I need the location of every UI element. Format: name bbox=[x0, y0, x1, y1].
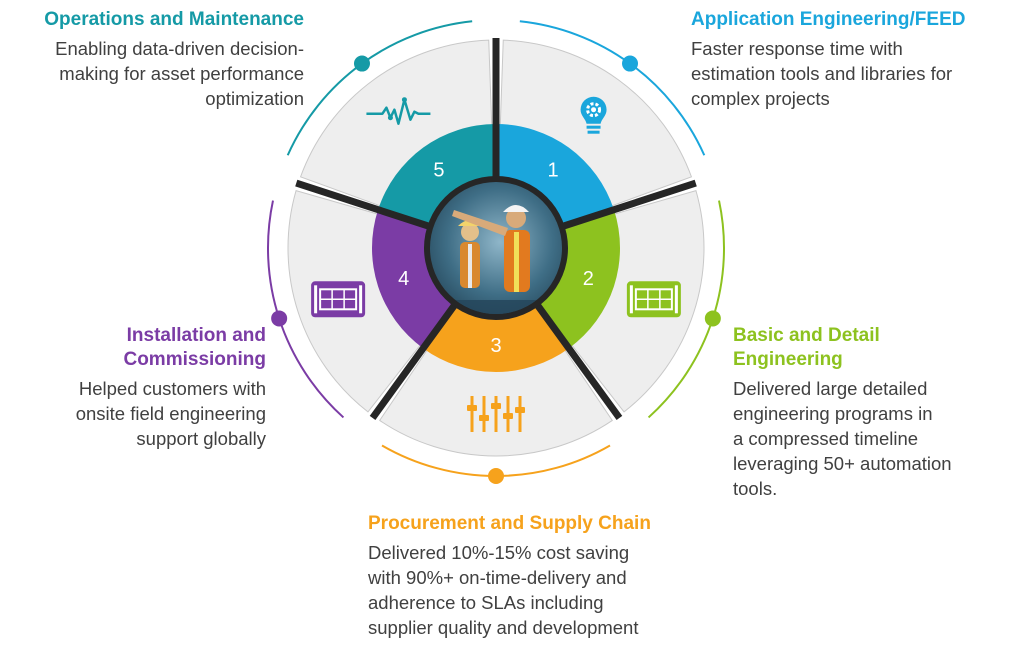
lightbulb-gear-icon bbox=[580, 96, 607, 134]
step-2-title: Basic and Detail Engineering bbox=[733, 325, 880, 370]
step-1-title: Application Engineering/FEED bbox=[691, 9, 966, 30]
step-2-block: Basic and Detail Engineering Delivered l… bbox=[733, 324, 1009, 501]
step-4-block: Installation and Commissioning Helped cu… bbox=[0, 324, 266, 451]
sector-divider bbox=[533, 300, 623, 420]
step-4-number: 4 bbox=[398, 268, 409, 290]
step-2-description: Delivered large detailed engineering pro… bbox=[733, 378, 952, 499]
step-3-number: 3 bbox=[490, 335, 501, 357]
engineers-photo-icon bbox=[430, 182, 562, 314]
pulse-wave-icon bbox=[366, 97, 431, 125]
step-1-description: Faster response time with estimation too… bbox=[691, 38, 953, 109]
step-5-number: 5 bbox=[433, 160, 444, 182]
step-2-marker bbox=[704, 310, 721, 327]
step-5-marker bbox=[353, 55, 370, 72]
step-5-block: Operations and Maintenance Enabling data… bbox=[0, 8, 304, 111]
step-4-title: Installation and Commissioning bbox=[123, 325, 266, 370]
step-2-number: 2 bbox=[583, 268, 594, 290]
sector-divider bbox=[369, 300, 459, 420]
step-4-description: Helped customers with onsite field engin… bbox=[75, 378, 266, 449]
step-1-block: Application Engineering/FEED Faster resp… bbox=[691, 8, 1011, 111]
blueprint-icon bbox=[311, 281, 366, 318]
step-3-ring-segment bbox=[423, 304, 569, 373]
step-5-title: Operations and Maintenance bbox=[44, 9, 304, 30]
sliders-icon bbox=[467, 396, 525, 432]
step-1-number: 1 bbox=[547, 160, 558, 182]
hub bbox=[424, 176, 568, 320]
step-1-ring-segment bbox=[496, 124, 614, 227]
step-3-description: Delivered 10%-15% cost saving with 90%+ … bbox=[368, 542, 639, 638]
step-5-ring-segment bbox=[378, 124, 496, 227]
sector-divider bbox=[559, 179, 697, 231]
sector-divider bbox=[295, 179, 433, 231]
step-3-title: Procurement and Supply Chain bbox=[368, 513, 651, 534]
step-4-ring-segment bbox=[372, 209, 455, 349]
step-4-marker bbox=[271, 310, 288, 327]
step-1-marker bbox=[622, 55, 639, 72]
step-2-ring-segment bbox=[537, 209, 620, 349]
blueprint-icon bbox=[626, 281, 681, 318]
step-5-description: Enabling data-driven decision- making fo… bbox=[55, 38, 304, 109]
step-3-marker bbox=[488, 468, 504, 484]
step-3-block: Procurement and Supply Chain Delivered 1… bbox=[368, 512, 698, 640]
